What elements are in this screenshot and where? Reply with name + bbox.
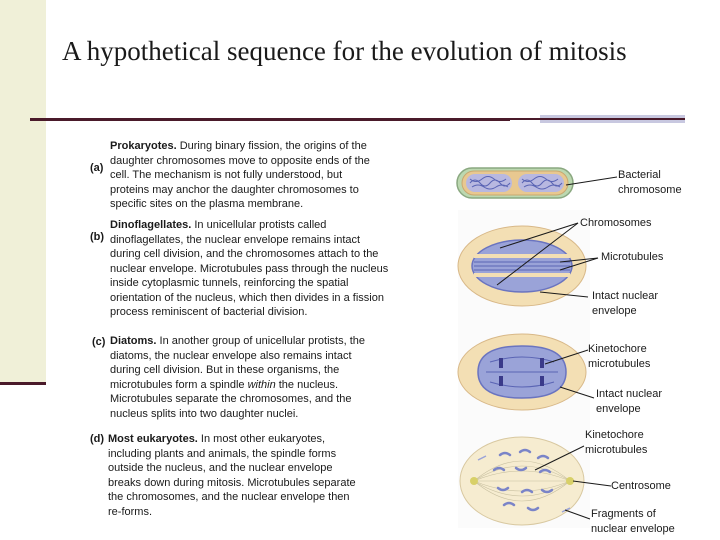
side-accent-line xyxy=(0,382,46,385)
label-microtubules: Microtubules xyxy=(601,251,664,263)
label-kinetochore-microtubules-d: Kinetochore microtubules xyxy=(585,429,648,456)
panel-letter: (a) xyxy=(90,162,104,174)
label-chromosomes: Chromosomes xyxy=(580,217,652,229)
dinoflagellate-diagram xyxy=(457,222,599,307)
panel-text: Most eukaryotes. In most other eukaryote… xyxy=(108,433,356,518)
bacterial-cell-diagram xyxy=(456,167,618,199)
eukaryote-diagram xyxy=(459,436,612,526)
panel-text: Dinoflagellates. In unicellular protists… xyxy=(110,219,389,318)
label-bacterial-chromosome: Bacterial chromosome xyxy=(618,169,682,196)
title-divider-thin xyxy=(510,118,685,120)
panel-letter: (c) xyxy=(92,336,106,348)
label-kinetochore-microtubules-c: Kinetochore microtubules xyxy=(588,343,651,370)
panel-letter: (b) xyxy=(90,231,105,243)
title-divider xyxy=(30,118,510,121)
panel-text: Diatoms. In another group of unicellular… xyxy=(110,335,365,420)
label-intact-nuclear-envelope-b: Intact nuclear envelope xyxy=(592,290,659,317)
diatom-diagram xyxy=(457,333,595,411)
panel-letter: (d) xyxy=(90,433,105,445)
label-fragments-nuclear-envelope: Fragments of nuclear envelope xyxy=(591,508,675,535)
label-intact-nuclear-envelope-c: Intact nuclear envelope xyxy=(596,388,663,415)
page-title: A hypothetical sequence for the evolutio… xyxy=(62,36,627,66)
panel-text: Prokaryotes. During binary fission, the … xyxy=(110,140,370,210)
label-centrosome: Centrosome xyxy=(611,480,671,492)
side-accent-strip xyxy=(0,0,46,385)
